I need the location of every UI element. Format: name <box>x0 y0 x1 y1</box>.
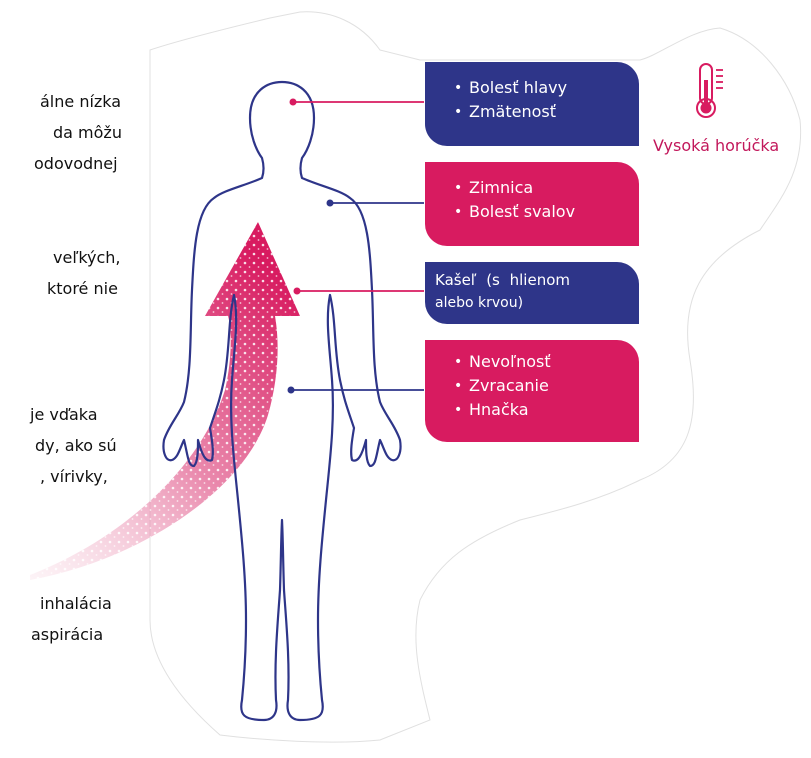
abdomen-symptoms-box: • Nevoľnosť • Zvracanie • Hnačka <box>425 340 639 442</box>
left-text-line-2: da môžu <box>53 122 122 144</box>
head-symptoms-box: • Bolesť hlavy • Zmätenosť <box>425 62 639 146</box>
symptom-item: • Nevoľnosť <box>451 350 639 374</box>
fever-label: Vysoká horúčka <box>653 136 779 155</box>
human-figure <box>163 82 400 720</box>
chest-symptom-line-2: alebo krvou) <box>435 292 639 314</box>
bullet-icon: • <box>454 176 462 200</box>
symptom-item: • Hnačka <box>451 398 639 422</box>
inhalation-arrow <box>30 222 300 580</box>
symptom-label: Zimnica <box>469 178 533 197</box>
symptom-label: Nevoľnosť <box>469 352 551 371</box>
bullet-icon: • <box>454 398 462 422</box>
left-text-line-6: je vďaka <box>30 404 98 426</box>
chest-symptom-line-1: Kašeľ (s hlienom <box>435 268 639 292</box>
symptom-item: • Zimnica <box>451 176 639 200</box>
bullet-icon: • <box>454 76 462 100</box>
chest-symptoms-box: Kašeľ (s hlienom alebo krvou) <box>425 262 639 324</box>
symptom-label: Zmätenosť <box>469 102 556 121</box>
symptom-item: • Zmätenosť <box>451 100 639 124</box>
bullet-icon: • <box>454 374 462 398</box>
symptom-item: • Bolesť svalov <box>451 200 639 224</box>
left-text-line-3: odovodnej <box>34 153 118 175</box>
symptom-label: Zvracanie <box>469 376 549 395</box>
shoulder-symptoms-box: • Zimnica • Bolesť svalov <box>425 162 639 246</box>
thermometer-icon <box>697 64 723 117</box>
chest-dot <box>294 288 301 295</box>
symptom-label: Hnačka <box>469 400 529 419</box>
abdomen-dot <box>288 387 295 394</box>
shoulder-dot <box>327 200 334 207</box>
bullet-icon: • <box>454 100 462 124</box>
left-text-line-9: inhalácia <box>40 593 112 615</box>
left-text-line-1: álne nízka <box>40 91 121 113</box>
left-text-line-10: aspirácia <box>31 624 103 646</box>
symptom-label: Bolesť hlavy <box>469 78 567 97</box>
symptom-item: • Bolesť hlavy <box>451 76 639 100</box>
head-dot <box>290 99 297 106</box>
bullet-icon: • <box>454 200 462 224</box>
left-text-line-4: veľkých, <box>53 247 121 269</box>
left-text-line-7: dy, ako sú <box>35 435 117 457</box>
symptom-label: Bolesť svalov <box>469 202 575 221</box>
left-text-line-5: ktoré nie <box>47 278 118 300</box>
left-text-line-8: , vírivky, <box>40 466 108 488</box>
symptom-item: • Zvracanie <box>451 374 639 398</box>
bullet-icon: • <box>454 350 462 374</box>
